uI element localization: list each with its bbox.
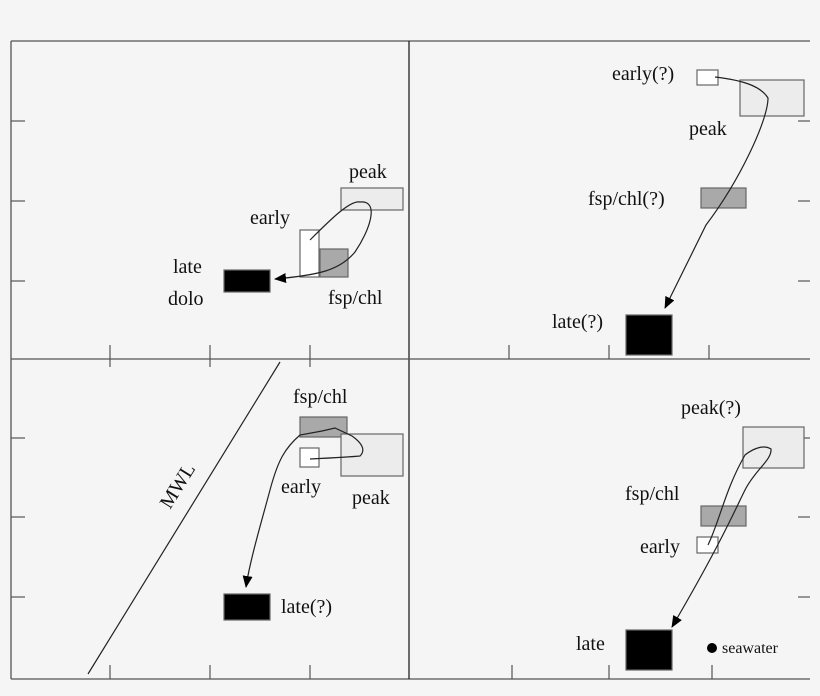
label-fsp-chl: fsp/chl(?) (588, 188, 665, 210)
path-top-right (664, 76, 769, 309)
label-seawater: seawater (722, 640, 779, 657)
label-late: late (576, 633, 605, 655)
seawater-point (707, 643, 717, 653)
path-top-left (274, 201, 372, 284)
box-peak (340, 187, 404, 211)
box-peak (739, 79, 805, 117)
label-late: late(?) (552, 311, 603, 333)
box-late (625, 629, 673, 671)
label-mwl: MWL (156, 460, 201, 513)
evolution-paths (87, 76, 772, 675)
box-late-dolo (223, 269, 271, 293)
box-early (299, 229, 320, 278)
box-early (696, 69, 719, 86)
frame (10, 40, 810, 680)
box-late (625, 314, 673, 356)
label-fsp-chl: fsp/chl (625, 483, 680, 505)
label-late: late(?) (281, 596, 332, 618)
label-peak: peak(?) (681, 397, 741, 419)
label-early: early (640, 536, 680, 558)
box-fsp-chl (700, 505, 747, 527)
mwl-line (87, 361, 281, 675)
label-early: early(?) (612, 63, 674, 85)
label-fsp-chl: fsp/chl (328, 287, 383, 309)
stage-labels: peak early late dolo fsp/chl early(?) peak fsp/… (156, 63, 779, 657)
box-early (299, 447, 320, 468)
label-dolo: dolo (168, 288, 204, 310)
box-late (223, 593, 271, 621)
path-bottom-left (242, 427, 364, 588)
box-fsp-chl (319, 248, 349, 278)
stage-boxes (223, 69, 805, 671)
label-peak: peak (352, 487, 390, 509)
box-fsp-chl (700, 187, 747, 209)
label-early: early (281, 476, 321, 498)
label-fsp-chl: fsp/chl (293, 386, 348, 408)
axis-ticks (11, 120, 810, 679)
label-late: late (173, 256, 202, 278)
path-bottom-right (671, 446, 772, 628)
box-peak (742, 426, 805, 469)
label-peak: peak (349, 161, 387, 183)
label-peak: peak (689, 118, 727, 140)
label-early: early (250, 207, 290, 229)
box-peak (340, 433, 404, 477)
box-fsp-chl (299, 416, 348, 438)
